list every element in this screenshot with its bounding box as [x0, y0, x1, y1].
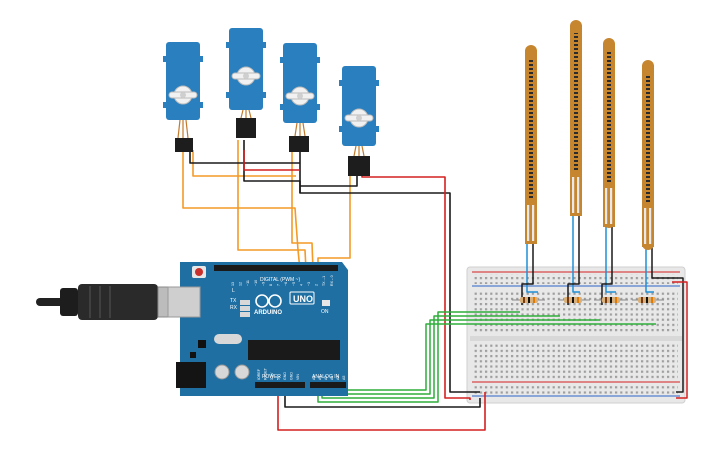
arduino-logo	[255, 294, 282, 308]
flex2-signal-wire[interactable]	[572, 215, 580, 293]
flex4-signal-wire[interactable]	[645, 246, 654, 293]
rail-gnd-jumper[interactable]	[668, 277, 684, 393]
flex1-gnd-wire[interactable]	[521, 244, 534, 305]
servo-1[interactable]	[163, 42, 203, 152]
power-pin-label: RESET	[264, 367, 268, 380]
flex4-gnd-wire[interactable]	[651, 246, 668, 279]
servo3-connector	[289, 136, 309, 152]
digital-pin-label: ~6	[284, 282, 288, 286]
capacitor	[234, 364, 250, 380]
power-pin-label: VIN	[296, 374, 300, 380]
flex-sensor-4[interactable]	[642, 60, 654, 250]
center-channel	[470, 336, 682, 341]
digital-pin-label: ~10	[254, 280, 258, 286]
arduino-uno-icon	[180, 262, 348, 396]
digital-pin-label: 13	[231, 282, 235, 286]
flex1-signal-wire[interactable]	[526, 244, 538, 293]
servo1-signal-wire[interactable]	[182, 150, 301, 271]
servo4-connector	[348, 156, 370, 176]
power-label: POWER	[262, 374, 281, 380]
atmega-chip	[248, 340, 340, 360]
power-pin-label: 5V	[277, 375, 281, 380]
servo4-ground-wire[interactable]	[300, 175, 358, 187]
uno-badge	[289, 291, 315, 305]
top-rail-holes	[474, 274, 678, 284]
bottom-rail-holes	[474, 384, 678, 394]
analog-pin-label: A2	[324, 376, 328, 380]
breadboard[interactable]	[466, 266, 686, 404]
analog-pin-label: A3	[330, 376, 334, 380]
digital-pin-label: 8	[269, 284, 273, 286]
digital-pin-label: TX→1	[322, 276, 326, 286]
digital-header	[214, 265, 338, 271]
servo1-connector	[175, 138, 193, 152]
analog-label: ANALOG IN	[312, 374, 340, 380]
flex-sensor-1[interactable]	[525, 45, 537, 244]
digital-pin-label: 4	[299, 284, 303, 286]
flex3-signal-wire[interactable]	[605, 226, 616, 293]
analog-pin-label: A1	[318, 376, 322, 380]
digital-pin-label: 12	[239, 282, 243, 286]
usb-jack	[167, 286, 201, 318]
digital-pin-label: ~9	[261, 282, 265, 286]
on-label: ON	[321, 309, 329, 315]
tx-label: TX	[230, 298, 237, 304]
flex3-gnd-wire[interactable]	[601, 226, 613, 305]
servo1-signal-branch	[192, 150, 296, 177]
servo4-signal-wire[interactable]	[317, 175, 351, 270]
rail-power-jumper[interactable]	[672, 281, 688, 399]
digital-pin-label: RX←0	[330, 275, 334, 286]
bottom-terminal-strip	[474, 343, 678, 379]
resistors	[512, 297, 664, 303]
power-jack	[176, 362, 206, 388]
flex-sensor-3[interactable]	[603, 38, 615, 228]
servo-motor-icon	[342, 66, 376, 146]
resistor-3[interactable]	[594, 297, 628, 303]
servo-4[interactable]	[339, 66, 379, 176]
digital-pin-label: ~3	[307, 282, 311, 286]
digital-pin-label: ~5	[292, 282, 296, 286]
rx-label: RX	[230, 305, 238, 311]
analog-pin-label: A4	[336, 376, 340, 380]
servo2-connector	[236, 118, 256, 138]
power-pin-label: 3.3V	[270, 372, 274, 380]
power-header	[255, 382, 305, 388]
power-pin-label: IOREF	[257, 368, 261, 380]
analog-pin-label: A0	[312, 376, 316, 380]
arduino-5v-wire[interactable]	[277, 380, 486, 431]
servo-power-bus-wire[interactable]	[361, 175, 471, 400]
power-pin-label: GND	[283, 372, 287, 380]
resistor-2[interactable]	[558, 297, 590, 303]
resistor-4[interactable]	[632, 297, 664, 303]
resistor-1[interactable]	[512, 297, 545, 303]
digital-pin-label: 7	[277, 284, 281, 286]
flex2-gnd-wire[interactable]	[567, 215, 580, 305]
servo-2[interactable]	[226, 28, 266, 138]
servo2-signal-wire[interactable]	[237, 140, 307, 271]
servo3-signal-wire[interactable]	[291, 150, 314, 271]
power-pin-label: GND	[290, 372, 294, 380]
brand-label: ARDUINO	[254, 310, 282, 316]
flex-sensor-2[interactable]	[570, 20, 582, 216]
servo2-power-wire[interactable]	[243, 150, 300, 171]
arduino-uno[interactable]: DIGITAL (PWM ~) UNO ARDUINO POWER ANALOG…	[167, 262, 348, 396]
crystal	[214, 334, 242, 344]
servo-3[interactable]	[280, 43, 320, 152]
uno-label: UNO	[293, 294, 313, 304]
on-led	[322, 300, 330, 306]
capacitor	[214, 364, 230, 380]
servo1-ground-wire[interactable]	[189, 150, 300, 164]
l-label: L	[232, 288, 235, 294]
servo-motor-icon	[283, 43, 317, 123]
digital-pin-label: ~11	[246, 280, 250, 286]
servo-motor-icon	[166, 42, 200, 120]
digital-pin-label: 2	[315, 284, 319, 286]
analog-header	[310, 382, 346, 388]
analog-pin-label: A5	[342, 376, 346, 380]
digital-label: DIGITAL (PWM ~)	[260, 277, 300, 283]
